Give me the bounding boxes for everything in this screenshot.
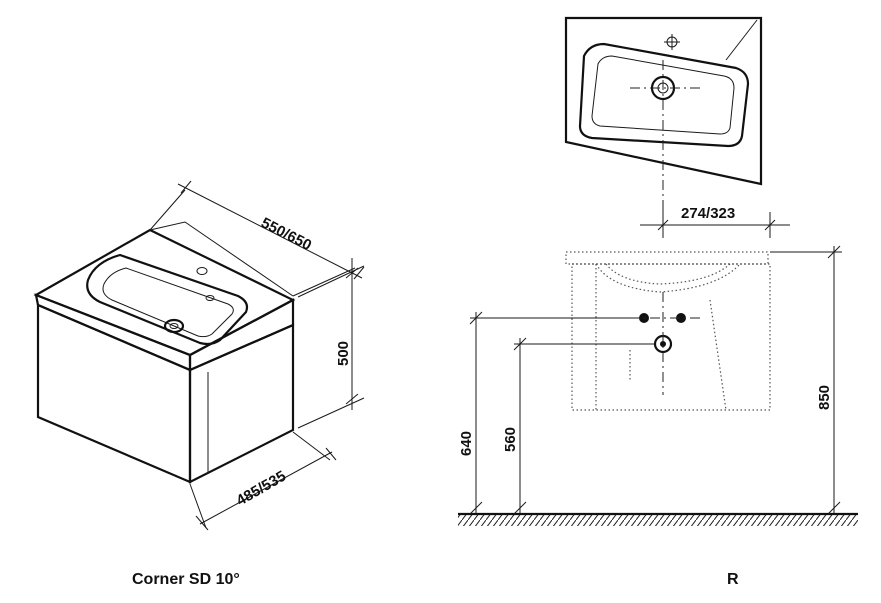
plan-bowl-outer [578, 42, 750, 148]
dim-tap-height: 640 [458, 311, 640, 514]
isometric-view: 550/650 500 485/535 Corner SD 10° [33, 180, 365, 588]
dim-tap-height-label: 640 [458, 431, 475, 456]
dim-total-height: 850 [770, 245, 842, 514]
plan-bowl-inner [591, 55, 735, 135]
dim-width-label: 550/650 [258, 214, 314, 254]
left-caption: Corner SD 10° [132, 571, 240, 588]
tap-hole-icon [196, 267, 208, 275]
tap-right-icon [676, 313, 686, 323]
basin-side-edge [188, 298, 295, 372]
dim-height-label: 500 [335, 341, 352, 366]
basin-top [33, 228, 296, 357]
floor [458, 501, 858, 526]
dim-drain-height-label: 560 [502, 427, 519, 452]
drain-icon [163, 318, 185, 334]
basin-bowl-inner [102, 267, 234, 338]
dim-offset-label: 274/323 [681, 205, 735, 222]
dim-total-height-label: 850 [816, 385, 833, 410]
dim-height: 500 [297, 258, 365, 429]
plan-basin-outline [564, 16, 763, 186]
dim-depth: 485/535 [189, 431, 337, 531]
dim-width: 550/650 [149, 180, 365, 297]
dim-depth-label: 485/535 [234, 468, 289, 510]
plan-view [564, 16, 763, 200]
overflow-hole-icon [205, 295, 215, 301]
front-elevation: 274/323 640 560 [458, 200, 858, 588]
cabinet-front [36, 303, 192, 484]
right-caption: R [727, 571, 739, 588]
basin-bowl-outer [86, 253, 249, 346]
dim-offset: 274/323 [640, 200, 790, 238]
dim-drain-height: 560 [502, 337, 654, 514]
